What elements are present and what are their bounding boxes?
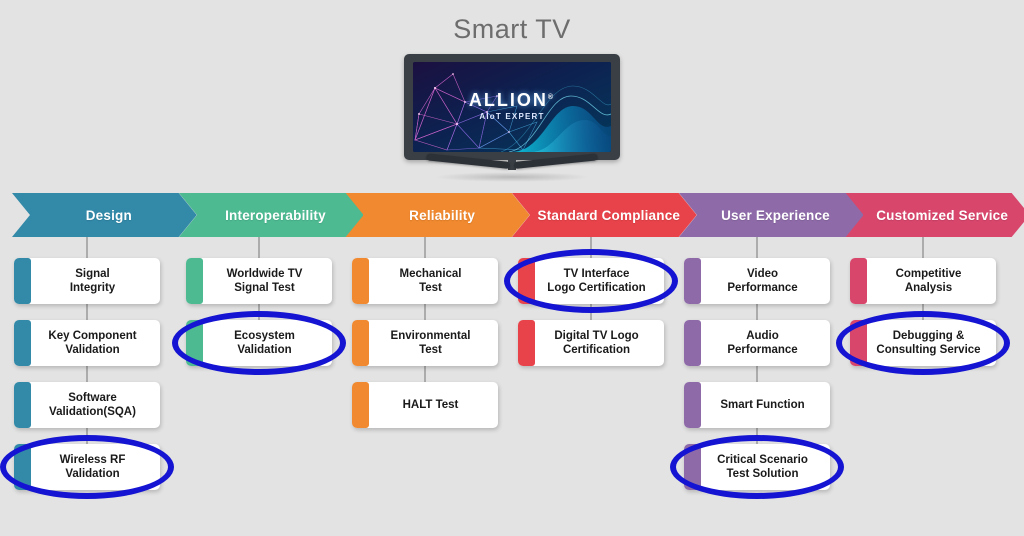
- phase-label: Customized Service: [876, 207, 1009, 223]
- card-label: Digital TV Logo Certification: [554, 330, 639, 356]
- chevron-shape: [845, 193, 1024, 237]
- phase-chevron-customized-service[interactable]: Customized Service: [845, 193, 1024, 237]
- service-card[interactable]: Key Component Validation: [14, 320, 160, 366]
- registered-mark-icon: ®: [547, 94, 556, 101]
- card-label: Ecosystem Validation: [234, 330, 295, 356]
- card-label: Competitive Analysis: [895, 268, 962, 294]
- tv-stand-neck: [508, 158, 516, 170]
- card-label: Smart Function: [720, 399, 805, 411]
- phase-label: Standard Compliance: [537, 207, 681, 223]
- service-card[interactable]: TV Interface Logo Certification: [518, 258, 664, 304]
- tv-brand-text: ALLION: [468, 90, 548, 110]
- service-card[interactable]: Debugging & Consulting Service: [850, 320, 996, 366]
- phase-label: Interoperability: [225, 207, 326, 223]
- card-color-tab: [684, 382, 701, 428]
- service-card[interactable]: Smart Function: [684, 382, 830, 428]
- chevron-shape: [512, 193, 697, 237]
- card-color-tab: [14, 382, 31, 428]
- card-label: Signal Integrity: [69, 268, 116, 294]
- service-card[interactable]: Critical Scenario Test Solution: [684, 444, 830, 490]
- chevron-shape: [178, 193, 364, 237]
- card-label: Environmental Test: [390, 330, 471, 356]
- phase-chevron-user-experience[interactable]: User Experience: [678, 193, 864, 237]
- service-card[interactable]: Wireless RF Validation: [14, 444, 160, 490]
- card-label: Worldwide TV Signal Test: [226, 268, 303, 294]
- card-color-tab: [850, 258, 867, 304]
- card-color-tab: [14, 320, 31, 366]
- phase-chevron-interoperability[interactable]: Interoperability: [178, 193, 364, 237]
- card-label: Critical Scenario Test Solution: [717, 454, 808, 480]
- smart-tv-illustration: ALLION® AIoT EXPERT: [404, 54, 620, 182]
- card-label: Audio Performance: [727, 330, 798, 356]
- card-color-tab: [14, 258, 31, 304]
- card-label: Software Validation(SQA): [49, 392, 136, 418]
- service-card[interactable]: Audio Performance: [684, 320, 830, 366]
- service-card[interactable]: Digital TV Logo Certification: [518, 320, 664, 366]
- card-color-tab: [352, 320, 369, 366]
- service-card[interactable]: Software Validation(SQA): [14, 382, 160, 428]
- service-card[interactable]: HALT Test: [352, 382, 498, 428]
- card-label: Key Component Validation: [48, 330, 137, 356]
- card-color-tab: [684, 258, 701, 304]
- connector-line-reliability: [424, 237, 426, 382]
- phase-label: Reliability: [409, 207, 476, 223]
- card-label: TV Interface Logo Certification: [547, 268, 646, 294]
- card-color-tab: [684, 444, 701, 490]
- service-card[interactable]: Worldwide TV Signal Test: [186, 258, 332, 304]
- card-color-tab: [684, 320, 701, 366]
- phase-chevron-design[interactable]: Design: [12, 193, 197, 237]
- tv-brand-logo: ALLION®: [413, 90, 611, 111]
- service-card[interactable]: Video Performance: [684, 258, 830, 304]
- chevron-shape: [678, 193, 864, 237]
- tv-screen: ALLION® AIoT EXPERT: [413, 62, 611, 152]
- card-label: Wireless RF Validation: [59, 454, 126, 480]
- tv-brand-tagline: AIoT EXPERT: [479, 112, 545, 121]
- card-color-tab: [14, 444, 31, 490]
- card-label: Mechanical Test: [399, 268, 462, 294]
- service-card[interactable]: Ecosystem Validation: [186, 320, 332, 366]
- card-color-tab: [186, 258, 203, 304]
- card-color-tab: [352, 258, 369, 304]
- card-label: Debugging & Consulting Service: [876, 330, 981, 356]
- card-label: HALT Test: [402, 399, 459, 411]
- tv-screen-artwork: [413, 62, 611, 152]
- card-color-tab: [352, 382, 369, 428]
- card-color-tab: [518, 320, 535, 366]
- service-card[interactable]: Environmental Test: [352, 320, 498, 366]
- card-color-tab: [186, 320, 203, 366]
- phase-label: Design: [85, 207, 132, 223]
- chevron-shape: [12, 193, 197, 237]
- tv-drop-shadow: [434, 172, 590, 182]
- chevron-shape: [345, 193, 530, 237]
- service-card[interactable]: Signal Integrity: [14, 258, 160, 304]
- phase-chevron-standard-compliance[interactable]: Standard Compliance: [512, 193, 697, 237]
- tv-bezel: ALLION® AIoT EXPERT: [404, 54, 620, 160]
- service-card[interactable]: Mechanical Test: [352, 258, 498, 304]
- card-color-tab: [518, 258, 535, 304]
- phase-label: User Experience: [721, 207, 830, 223]
- card-label: Video Performance: [727, 268, 798, 294]
- card-color-tab: [850, 320, 867, 366]
- phase-banner: Design Interoperability Reliability Standar…: [12, 193, 1024, 237]
- service-card[interactable]: Competitive Analysis: [850, 258, 996, 304]
- page-title: Smart TV: [453, 14, 571, 44]
- phase-chevron-reliability[interactable]: Reliability: [345, 193, 530, 237]
